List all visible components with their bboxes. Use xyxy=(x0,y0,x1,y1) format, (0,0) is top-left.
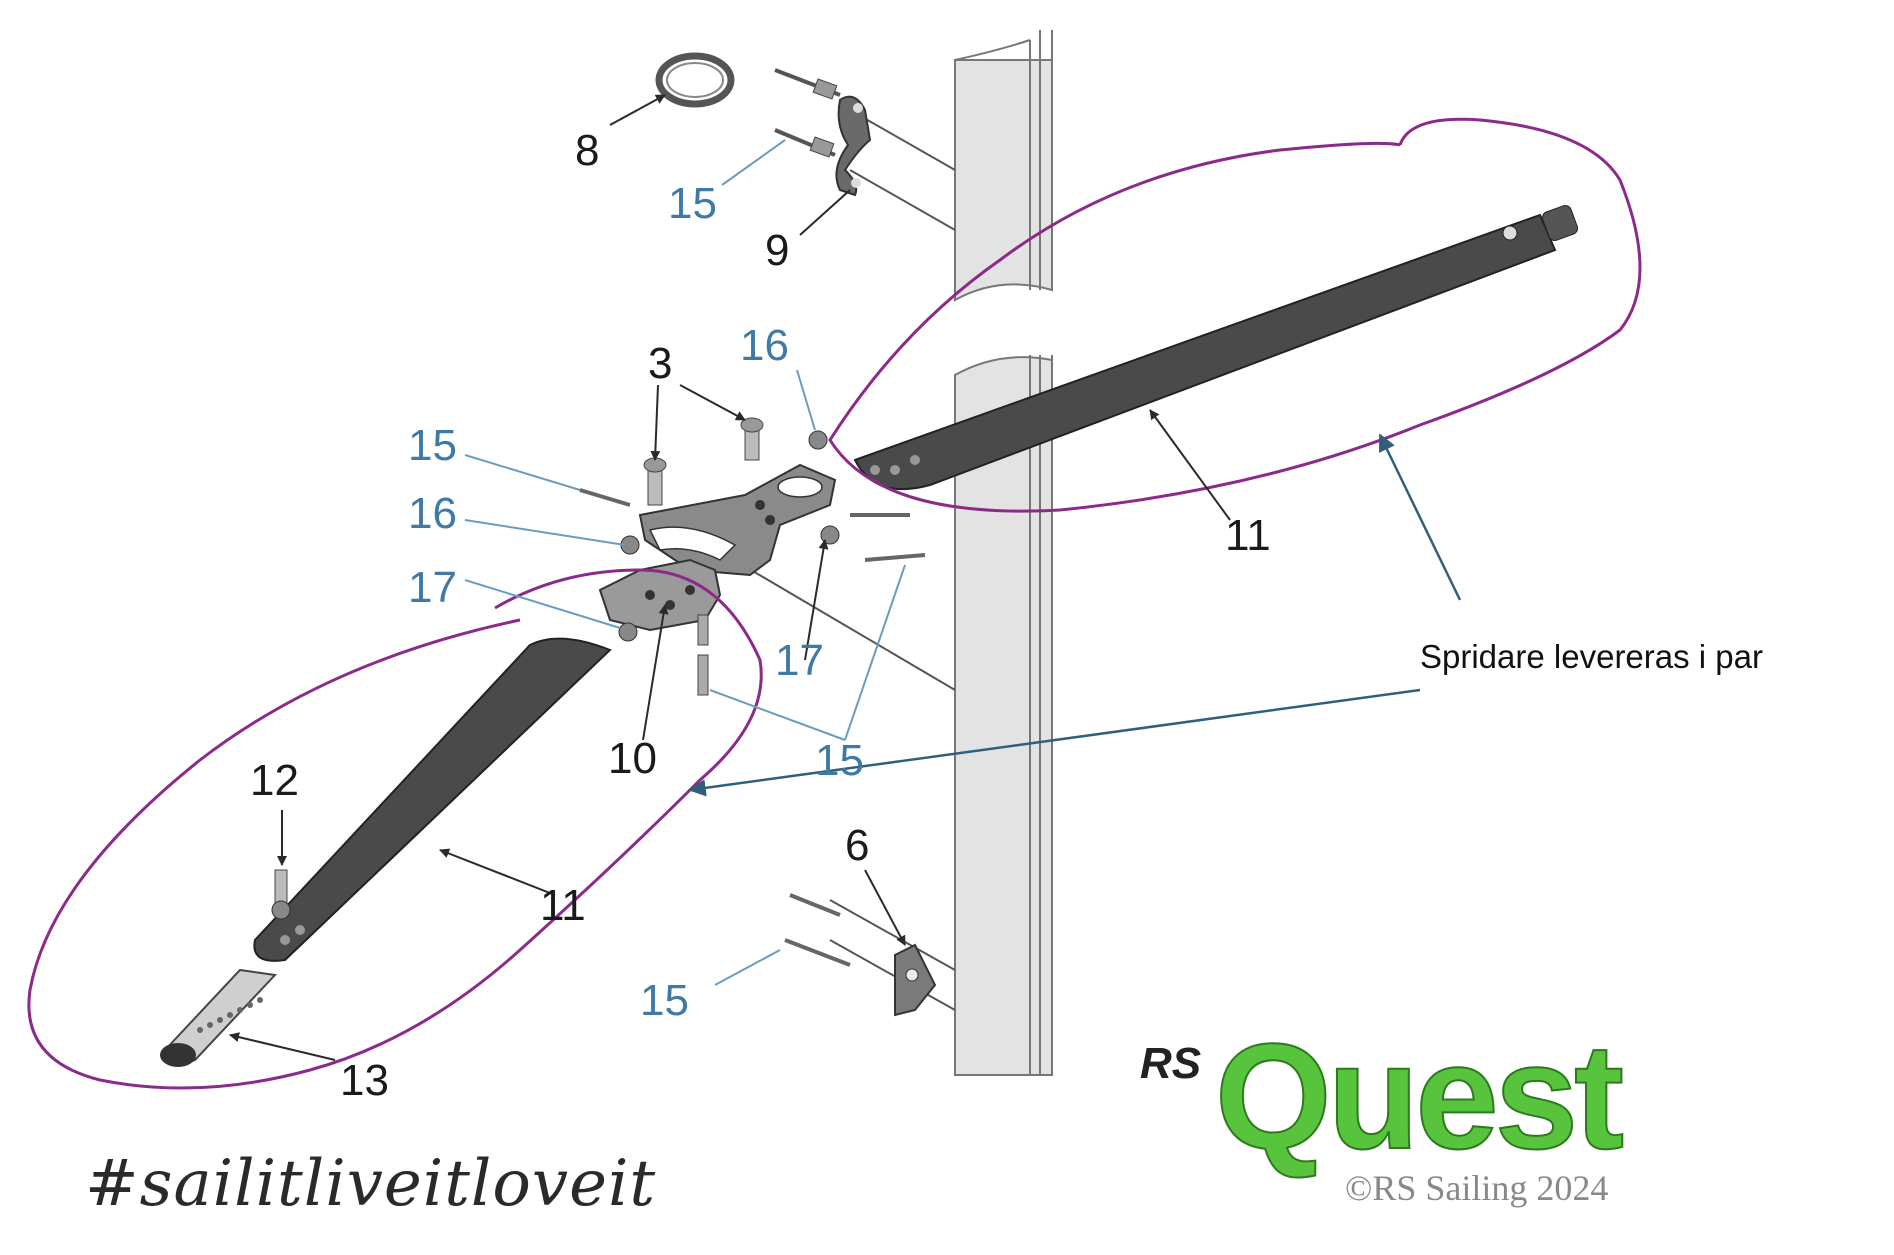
label-part-15-bottom: 15 xyxy=(640,976,689,1025)
rivets-top xyxy=(774,68,841,158)
part-3-bolts xyxy=(643,417,764,506)
logo-quest: Quest xyxy=(1215,1012,1623,1180)
parts-16-17-nuts xyxy=(618,430,840,642)
label-part-15-left: 15 xyxy=(408,421,457,470)
mast-lower-section xyxy=(954,355,1053,1076)
part-13-end-cap xyxy=(160,968,278,1067)
label-part-12: 12 xyxy=(250,756,299,805)
rs-quest-logo: RS Quest xyxy=(1140,1011,1628,1181)
label-part-11-lower: 11 xyxy=(540,881,586,930)
part-9-bracket xyxy=(835,95,872,197)
callout-arrows xyxy=(688,433,1462,797)
spreader-upper xyxy=(853,204,1579,491)
rivets-middle xyxy=(579,488,926,696)
part-10-spreader-bracket xyxy=(598,463,837,632)
label-part-15-mid: 15 xyxy=(815,736,864,785)
label-part-8: 8 xyxy=(575,126,599,175)
label-part-17-left: 17 xyxy=(408,563,457,612)
label-part-10: 10 xyxy=(608,734,657,783)
callout-text: Spridare levereras i par xyxy=(1420,638,1763,675)
part-labels: 8 9 15 3 16 15 16 17 17 10 15 11 11 12 1… xyxy=(250,126,1271,1105)
label-part-16-left: 16 xyxy=(408,489,457,538)
label-part-11-upper: 11 xyxy=(1225,511,1271,560)
label-part-6: 6 xyxy=(845,821,869,870)
leader-lines xyxy=(229,94,1231,1061)
logo-rs: RS xyxy=(1140,1039,1201,1088)
label-part-15-top: 15 xyxy=(668,179,717,228)
label-part-9: 9 xyxy=(765,226,789,275)
part-12-bolt xyxy=(271,869,291,920)
label-part-13: 13 xyxy=(340,1056,389,1105)
spreader-lower xyxy=(253,637,612,962)
label-part-3: 3 xyxy=(648,339,672,388)
part-8-ring xyxy=(655,52,735,108)
mast-upper-section xyxy=(954,30,1053,302)
copyright-text: ©RS Sailing 2024 xyxy=(1345,1168,1608,1208)
part-6-tang xyxy=(894,943,937,1017)
rivets-bottom xyxy=(784,893,851,967)
label-part-16-top: 16 xyxy=(740,321,789,370)
highlight-loops xyxy=(27,117,1642,1090)
hashtag-text: #sailitliveitloveit xyxy=(85,1147,656,1221)
label-part-17-right: 17 xyxy=(775,636,824,685)
